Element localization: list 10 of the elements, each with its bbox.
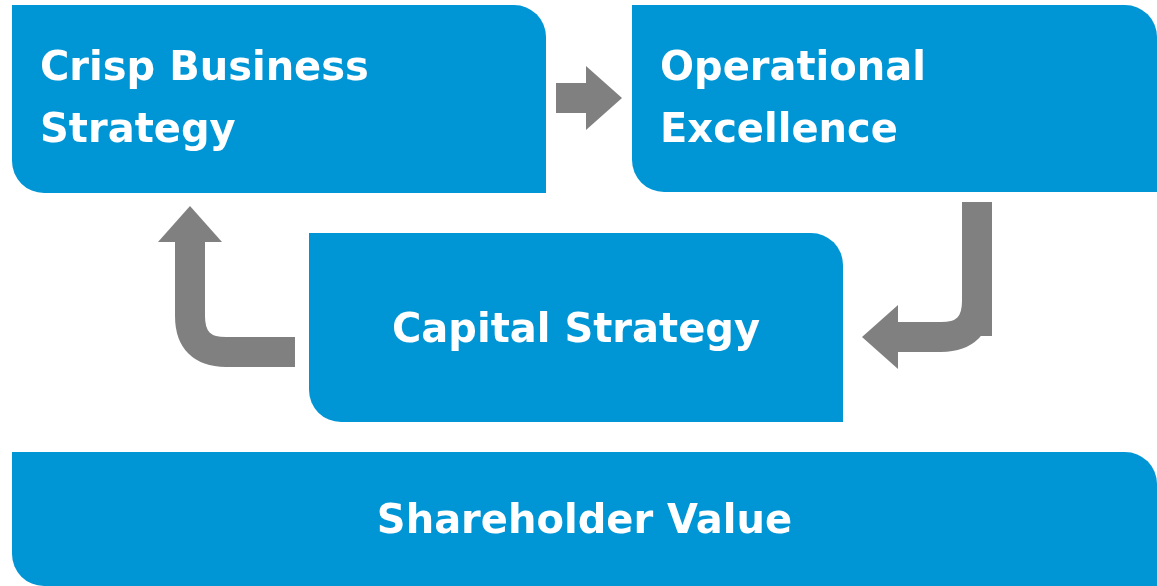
process-box	[632, 5, 1157, 192]
arrow	[862, 202, 992, 369]
box-label: Operational Excellence	[660, 42, 927, 153]
box-label: Shareholder Value	[376, 495, 793, 544]
box-label: Crisp Business Strategy	[40, 42, 370, 153]
process-box	[12, 5, 546, 193]
process-box	[12, 452, 1157, 586]
arrow	[556, 66, 622, 130]
process-box	[309, 233, 843, 422]
box-label: Capital Strategy	[391, 303, 760, 353]
